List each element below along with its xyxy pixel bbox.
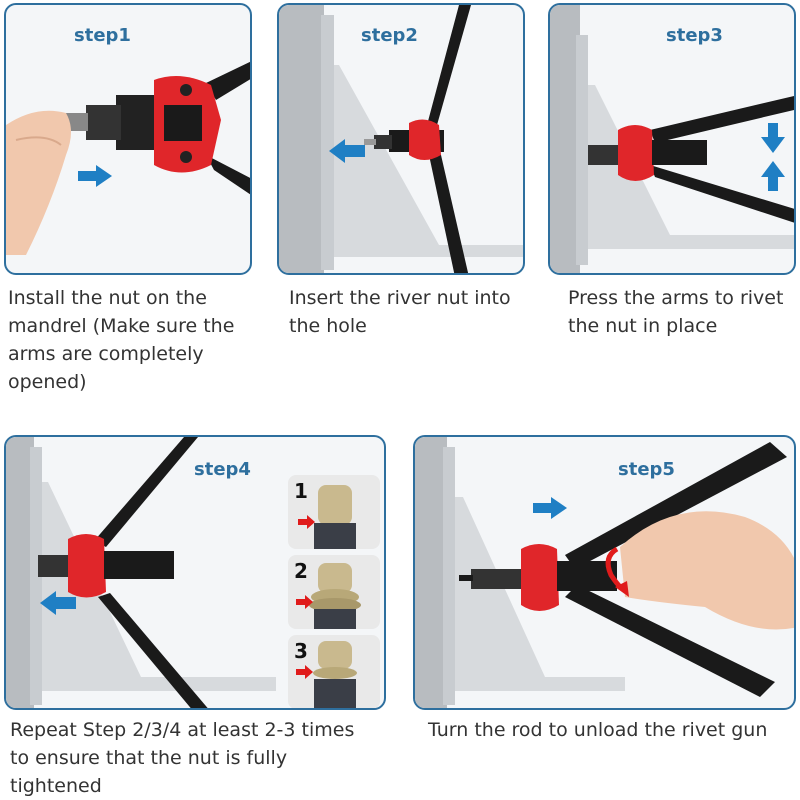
- step5-tool-head: [521, 544, 559, 611]
- step4-tool-head: [68, 534, 106, 598]
- step4-caption: Repeat Step 2/3/4 at least 2-3 times to …: [10, 719, 355, 797]
- step1-panel: step1: [4, 3, 252, 275]
- arrow-down-icon: [761, 123, 785, 153]
- step2-bracket: [324, 65, 523, 257]
- step5-title: step5: [618, 459, 675, 480]
- arrow-right-icon: [78, 165, 112, 187]
- step1-title: step1: [74, 25, 131, 46]
- step4-detail-1: 1: [288, 475, 380, 549]
- step4-panel: step4 1 2: [4, 435, 386, 710]
- step5-illustration: [415, 437, 794, 708]
- arrow-left-icon: [40, 591, 76, 615]
- marker-arrow-icon: [296, 665, 313, 679]
- marker-arrow-icon: [298, 515, 315, 529]
- step4-detail-number: 2: [294, 559, 308, 583]
- arrow-left-icon: [329, 139, 365, 163]
- step4-detail-number: 3: [294, 639, 308, 663]
- step4-title: step4: [194, 459, 251, 480]
- step4-bracket: [34, 482, 276, 691]
- step4-detail-3: 3: [288, 635, 380, 708]
- step1-illustration: [6, 61, 250, 255]
- step3-bracket: [580, 85, 794, 249]
- step2-tool-head: [409, 119, 441, 160]
- step2-title: step2: [361, 25, 418, 46]
- step3-title: step3: [666, 25, 723, 46]
- step2-caption: Insert the river nut into the hole: [289, 287, 511, 337]
- step1-hand: [6, 110, 71, 255]
- step1-caption: Install the nut on the mandrel (Make sur…: [8, 287, 235, 393]
- step3-illustration: [550, 5, 794, 273]
- step3-panel: step3: [548, 3, 796, 275]
- step2-illustration: [279, 5, 523, 273]
- step3-tool-head: [618, 125, 654, 181]
- arrow-up-icon: [761, 161, 785, 191]
- step5-hand: [620, 511, 794, 630]
- step5-bracket: [447, 497, 625, 691]
- marker-arrow-icon: [296, 595, 313, 609]
- step2-panel: step2: [277, 3, 525, 275]
- step3-caption: Press the arms to rivet the nut in place: [568, 287, 784, 337]
- rotate-arrow-icon: [605, 546, 629, 597]
- step4-illustration: [6, 437, 276, 708]
- step4-detail-number: 1: [294, 479, 308, 503]
- step5-panel: step5: [413, 435, 796, 710]
- step4-detail-2: 2: [288, 555, 380, 629]
- step5-caption: Turn the rod to unload the rivet gun: [428, 719, 768, 741]
- arrow-right-icon: [533, 497, 567, 519]
